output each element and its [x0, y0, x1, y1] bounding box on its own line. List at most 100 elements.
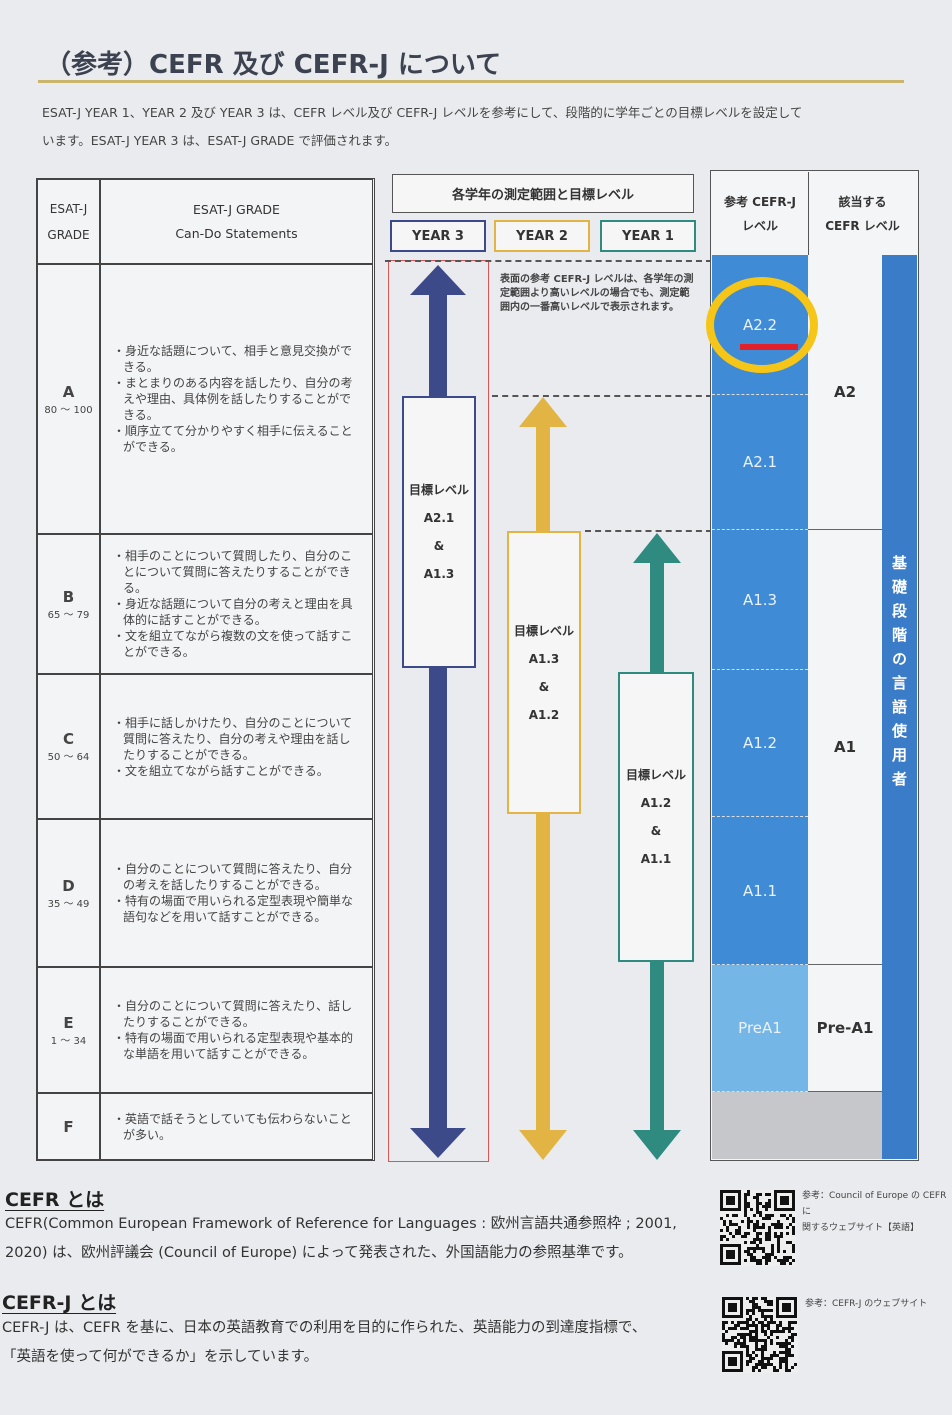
grade-letter: E: [63, 1013, 74, 1032]
can-do-cell: 自分のことについて質問に答えたり、自分の考えを話したりすることができる。特有の場…: [100, 819, 373, 967]
target-label: 目標レベル: [408, 483, 469, 497]
cefr-text: CEFR(Common European Framework of Refere…: [5, 1210, 677, 1268]
qr1-caption-line: 参考：Council of Europe の CEFR に: [802, 1191, 947, 1217]
year1-label: YEAR 1: [600, 220, 696, 252]
year3-label: YEAR 3: [390, 220, 486, 252]
cefrj-text-line: CEFR-J は、CEFR を基に、日本の英語教育での利用を目的に作られた、英語…: [2, 1320, 647, 1336]
can-do-item: 相手に話しかけたり、自分のことについて質問に答えたり、自分の考えや理由を話したり…: [113, 715, 362, 763]
cefr-header-line1: 該当する: [838, 194, 887, 209]
grade-letter: D: [62, 876, 75, 895]
gray-empty-cell: [712, 1092, 882, 1159]
cefrj-text-line: 「英語を使って何ができるか」を示しています。: [2, 1349, 319, 1365]
statements-header-line2: Can-Do Statements: [175, 225, 298, 241]
yellow-circle: [706, 277, 818, 373]
year2-label: YEAR 2: [494, 220, 590, 252]
can-do-cell: 身近な話題について、相手と意見交換ができる。まとまりのある内容を話したり、自分の…: [100, 264, 373, 534]
dashed-line-a13: [585, 530, 712, 532]
double-arrow-icon: [410, 265, 466, 1158]
grade-column-header: ESAT-J GRADE: [37, 179, 100, 264]
can-do-cell: 英語で話そうとしていても伝わらないことが多い。: [100, 1093, 373, 1160]
qr1-caption: 参考：Council of Europe の CEFR に 関するウェブサイト【…: [802, 1188, 952, 1236]
qr-code-cefrj[interactable]: [722, 1297, 798, 1373]
statements-column-header: ESAT-J GRADE Can-Do Statements: [100, 179, 373, 264]
grade-header-text: ESAT-J GRADE: [47, 201, 90, 242]
grade-letter: A: [62, 382, 75, 401]
grade-cell: B 65 ～ 79: [37, 534, 100, 674]
grade-cell: C 50 ～ 64: [37, 674, 100, 819]
target-level: A1.3: [528, 651, 560, 666]
can-do-item: 文を組立てながら複数の文を使って話すことができる。: [113, 628, 362, 660]
score-range: 65 ～ 79: [47, 609, 90, 621]
cefr-text-line: CEFR(Common European Framework of Refere…: [5, 1216, 677, 1232]
year2-target-box: 目標レベル A1.3 & A1.2: [507, 531, 581, 814]
grade-letter: B: [62, 587, 75, 606]
can-do-item: 身近な話題について、相手と意見交換ができる。: [113, 343, 362, 375]
grade-letter: F: [63, 1117, 74, 1136]
year1-target-box: 目標レベル A1.2 & A1.1: [618, 672, 694, 962]
grade-letter: C: [62, 730, 74, 748]
score-range: 80 ～ 100: [44, 404, 93, 416]
can-do-item: 相手のことについて質問したり、自分のことについて質問に答えたりすることができる。: [113, 548, 362, 596]
cefr-level-a2: A2: [808, 255, 882, 530]
cefr-heading: CEFR とは: [5, 1189, 105, 1211]
can-do-item: 特有の場面で用いられる定型表現や基本的な単語を用いて話すことができる。: [113, 1030, 362, 1062]
cefr-header-line2: CEFR レベル: [825, 218, 900, 233]
cefrj-level-a2-1: A2.1: [712, 395, 808, 530]
cefrj-header-line1: 参考 CEFR-J: [723, 194, 797, 209]
grade-cell: A 80 ～ 100: [37, 264, 100, 534]
cefrj-level-pre-a1: PreA1: [712, 965, 808, 1092]
cefrj-level-a1-1: A1.1: [712, 817, 808, 965]
title-underline: [38, 80, 904, 83]
target-level: A2.1: [423, 511, 455, 525]
target-level: A1.3: [423, 567, 455, 581]
score-range: 35 ～ 49: [47, 898, 90, 910]
grade-table: ESAT-J GRADE ESAT-J GRADE Can-Do Stateme…: [36, 178, 375, 1161]
cefrj-header-line2: レベル: [741, 218, 778, 233]
year3-target-box: 目標レベル A2.1 & A1.3: [402, 396, 476, 668]
qr-code-council-of-europe[interactable]: [720, 1190, 796, 1266]
cefrj-text: CEFR-J は、CEFR を基に、日本の英語教育での利用を目的に作られた、英語…: [2, 1314, 646, 1372]
score-range: 50 ～ 64: [47, 752, 90, 763]
can-do-item: 特有の場面で用いられる定型表現や簡単な語句などを用いて話すことができる。: [113, 893, 362, 925]
intro-line-1: ESAT-J YEAR 1、YEAR 2 及び YEAR 3 は、CEFR レベ…: [42, 105, 803, 120]
intro-line-2: います。ESAT-J YEAR 3 は、ESAT-J GRADE で評価されます…: [42, 133, 398, 148]
side-label: 基礎段階の言語使用者: [890, 555, 908, 795]
can-do-item: 文を組立てながら話すことができる。: [113, 763, 362, 779]
cefr-header: 該当する CEFR レベル: [808, 172, 917, 255]
can-do-item: まとまりのある内容を話したり、自分の考えや理由、具体例を話したりすることができる…: [113, 375, 362, 423]
can-do-cell: 相手に話しかけたり、自分のことについて質問に答えたり、自分の考えや理由を話したり…: [100, 674, 373, 819]
page-title: （参考）CEFR 及び CEFR-J について: [45, 50, 502, 80]
cefr-level-a1: A1: [808, 530, 882, 965]
target-and: &: [433, 539, 445, 553]
can-do-cell: 自分のことについて質問に答えたり、話したりすることができる。特有の場面で用いられ…: [100, 967, 373, 1093]
highlight-annotation: [706, 277, 818, 373]
can-do-item: 自分のことについて質問に答えたり、話したりすることができる。: [113, 998, 362, 1030]
basic-user-side-bar: 基礎段階の言語使用者: [882, 255, 917, 1159]
measurement-range-header: 各学年の測定範囲と目標レベル: [392, 174, 694, 213]
target-level: A1.2: [640, 796, 672, 810]
cefrj-level-a1-3: A1.3: [712, 530, 808, 670]
level-note: 表面の参考 CEFR-J レベルは、各学年の測定範囲より高いレベルの場合でも、測…: [500, 274, 694, 313]
can-do-item: 英語で話そうとしていても伝わらないことが多い。: [113, 1111, 362, 1143]
qr2-caption: 参考：CEFR-J のウェブサイト: [805, 1299, 928, 1309]
target-label: 目標レベル: [625, 768, 686, 782]
target-level: A1.1: [640, 852, 672, 866]
dashed-line-a21: [492, 395, 712, 397]
can-do-item: 身近な話題について自分の考えと理由を具体的に話すことができる。: [113, 596, 362, 628]
cefrj-header: 参考 CEFR-J レベル: [712, 172, 809, 255]
grade-cell: D 35 ～ 49: [37, 819, 100, 967]
qr1-caption-line: 関するウェブサイト【英語】: [802, 1223, 920, 1233]
can-do-item: 自分のことについて質問に答えたり、自分の考えを話したりすることができる。: [113, 861, 362, 893]
grade-cell: E 1 ～ 34: [37, 967, 100, 1093]
grade-cell: F: [37, 1093, 100, 1160]
can-do-item: 順序立てて分かりやすく相手に伝えることができる。: [113, 423, 362, 455]
score-range: 1 ～ 34: [50, 1035, 87, 1047]
target-label: 目標レベル: [513, 623, 574, 638]
dashed-line-top: [385, 260, 712, 262]
cefr-level-pre-a1: Pre-A1: [808, 965, 882, 1092]
cefr-text-line: 2020) は、欧州評議会 (Council of Europe) によって発表…: [5, 1245, 633, 1261]
statements-header-line1: ESAT-J GRADE: [193, 201, 280, 217]
cefrj-level-a1-2: A1.2: [712, 670, 808, 817]
target-and: &: [650, 824, 662, 838]
can-do-cell: 相手のことについて質問したり、自分のことについて質問に答えたりすることができる。…: [100, 534, 373, 674]
